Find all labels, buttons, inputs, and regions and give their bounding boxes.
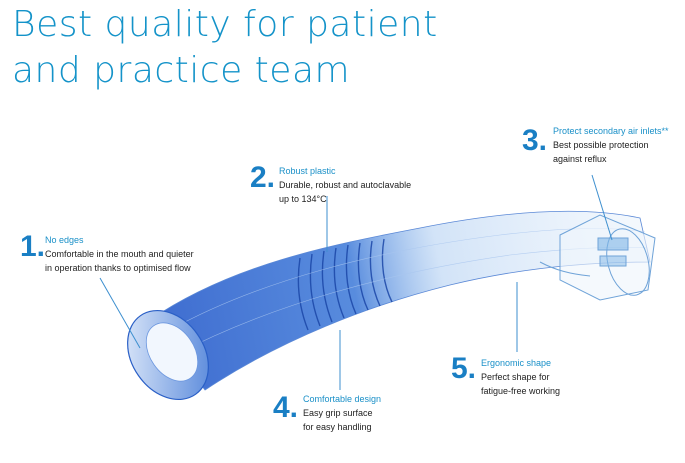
- feature-1-line-1: Comfortable in the mouth and quieter: [45, 249, 194, 259]
- feature-1-line-2: in operation thanks to optimised flow: [45, 263, 191, 273]
- feature-1-number: 1.: [20, 230, 46, 263]
- feature-4-line-2: for easy handling: [303, 422, 372, 432]
- tube-connector: [539, 214, 656, 301]
- feature-2-line-2: up to 134°C: [279, 194, 327, 204]
- feature-2-heading: Robust plastic: [279, 166, 336, 176]
- feature-3-number: 3.: [522, 124, 548, 157]
- feature-4-line-1: Easy grip surface: [303, 408, 373, 418]
- feature-1-callout: No edges Comfortable in the mouth and qu…: [45, 233, 194, 275]
- feature-4-callout: Comfortable design Easy grip surface for…: [303, 392, 381, 434]
- feature-2-number: 2.: [250, 161, 276, 194]
- title-line-2: and practice team: [12, 50, 351, 91]
- feature-5-line-2: fatigue-free working: [481, 386, 561, 396]
- title-line-1: Best quality for patient: [12, 4, 438, 45]
- feature-3-line-2: against reflux: [553, 154, 607, 164]
- grip-ribs: [297, 238, 393, 331]
- feature-3-line-1: Best possible protection: [553, 140, 649, 150]
- feature-4-number: 4.: [273, 391, 299, 424]
- feature-5-heading: Ergonomic shape: [481, 358, 552, 368]
- feature-2-callout: Robust plastic Durable, robust and autoc…: [279, 164, 411, 206]
- leader-lines: [99, 174, 613, 390]
- feature-1-heading: No edges: [45, 235, 84, 245]
- page-title: Best quality for patient and practice te…: [12, 2, 438, 94]
- feature-5-callout: Ergonomic shape Perfect shape for fatigu…: [481, 356, 560, 398]
- feature-3-callout: Protect secondary air inlets** Best poss…: [553, 124, 669, 166]
- feature-4-heading: Comfortable design: [303, 394, 382, 404]
- feature-5-line-1: Perfect shape for: [481, 372, 550, 382]
- feature-3-heading: Protect secondary air inlets**: [553, 126, 669, 136]
- feature-5-number: 5.: [451, 352, 477, 385]
- feature-2-line-1: Durable, robust and autoclavable: [279, 180, 412, 190]
